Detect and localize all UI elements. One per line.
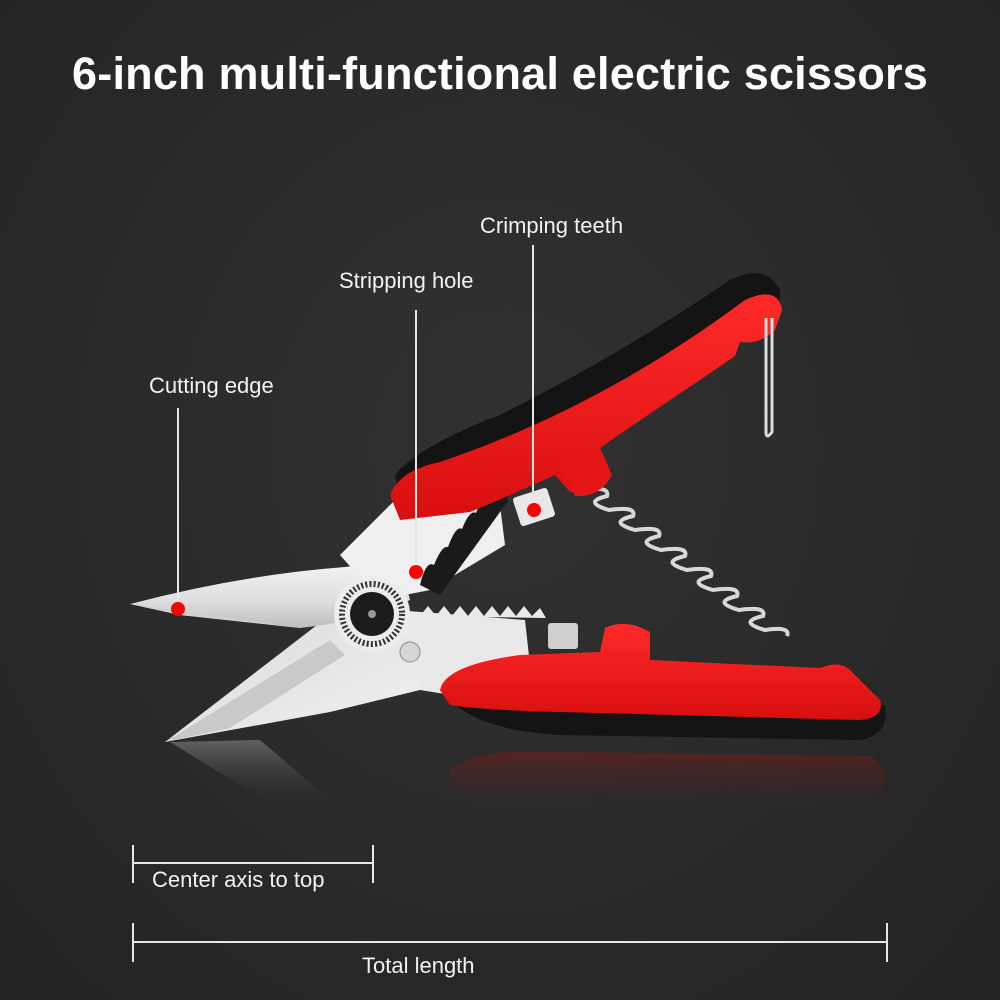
floor-reflection	[170, 740, 886, 816]
hanging-loop	[764, 318, 774, 438]
center-axis-dimension	[132, 845, 374, 883]
upper-handle	[390, 272, 782, 527]
upper-jaw	[340, 482, 508, 600]
crimping-teeth-label: Crimping teeth	[480, 213, 624, 238]
center-axis-to-top-label: Center axis to top	[152, 867, 325, 892]
stripping-hole-label: Stripping hole	[339, 268, 474, 293]
page-title: 6-inch multi-functional electric scissor…	[72, 48, 928, 99]
total-length-label: Total length	[362, 953, 475, 978]
lower-handle	[440, 623, 886, 740]
crimping-teeth-marker	[527, 503, 541, 517]
cutting-edge-marker	[171, 602, 185, 616]
cutting-edge-label: Cutting edge	[149, 373, 274, 398]
pivot-bolt	[334, 576, 421, 663]
stripping-hole-marker	[409, 565, 423, 579]
total-length-dimension	[132, 923, 888, 962]
spring	[584, 486, 790, 637]
